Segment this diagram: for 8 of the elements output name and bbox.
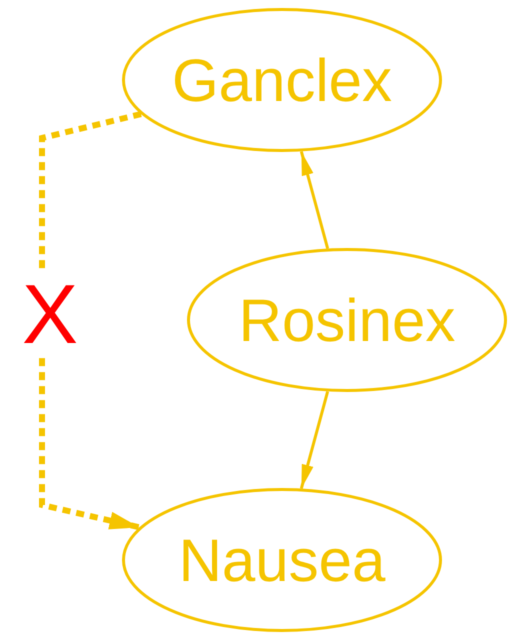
arrow [300,151,330,249]
node-label: Rosinex [238,286,456,354]
arrow [300,391,330,489]
node-label: Nausea [178,526,386,594]
node-label: Ganclex [172,46,392,114]
ellipse-node [187,248,507,392]
ellipse-node [122,8,442,152]
ellipse-node [122,488,442,632]
